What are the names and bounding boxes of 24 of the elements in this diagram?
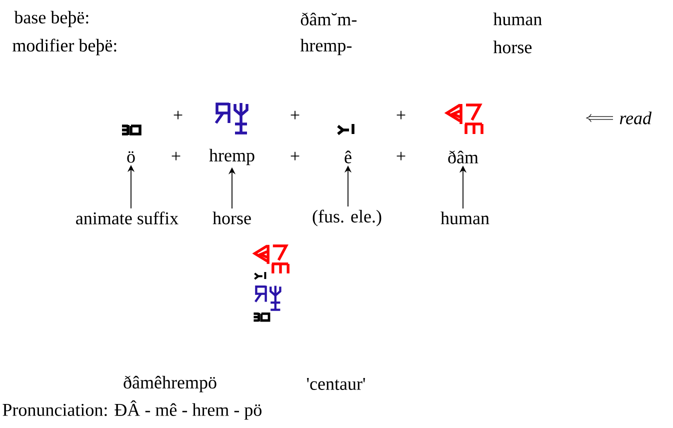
plus-sign: + (396, 110, 406, 120)
header-text: human (493, 12, 542, 26)
plus-sign: + (172, 152, 180, 160)
direction-label: read (620, 112, 652, 124)
romanized-morpheme: ö (127, 151, 135, 163)
translation-text: 'centaur' (307, 378, 365, 390)
gloss-text: human (440, 212, 490, 224)
gloss-text: (fus. ele.) (312, 210, 382, 226)
plus-sign: + (290, 152, 300, 160)
gloss-text: horse (212, 212, 251, 224)
romanized-morpheme: ê (344, 150, 352, 164)
pronunciation-text: Pronunciation: ÐÂ - mê - hrem - pö (2, 400, 262, 420)
compound-word: ðâmêhrempö (124, 376, 216, 392)
header-text: modifier beþë: (12, 38, 116, 56)
plus-sign: + (174, 110, 182, 120)
romanized-morpheme: ðâm (448, 150, 478, 164)
romanized-morpheme: hremp (209, 148, 254, 166)
header-text: base beþë: (14, 10, 88, 28)
plus-sign: + (290, 110, 300, 120)
header-text: hremp- (300, 38, 352, 56)
header-text: horse (493, 40, 532, 54)
header-text: ðâm˘m- (300, 12, 357, 26)
plus-sign: + (396, 152, 406, 160)
gloss-text: animate suffix (76, 212, 178, 224)
